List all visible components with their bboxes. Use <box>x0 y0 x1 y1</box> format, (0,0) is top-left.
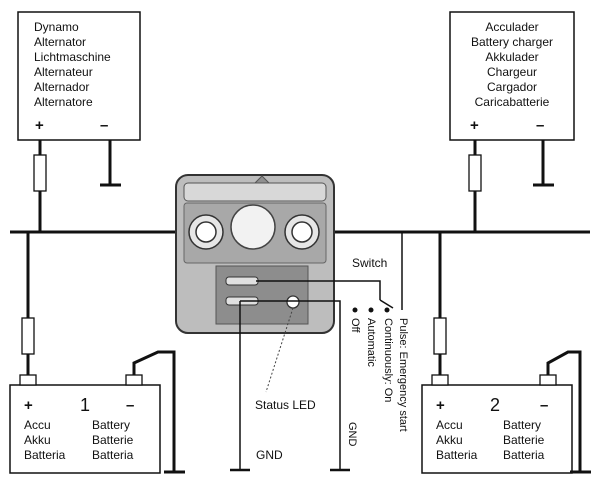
battery1-minus-sign: – <box>126 397 135 414</box>
switch-gnd-wire <box>240 300 341 470</box>
battery1-minus-terminal <box>125 374 143 386</box>
charger-minus-sign: – <box>536 117 545 134</box>
battery1-name: Batteria <box>92 448 134 462</box>
battery1-left-names: Accu Akku Batteria <box>24 418 65 463</box>
battery2-number: 2 <box>490 395 501 415</box>
charger-plus-sign: + <box>470 117 479 134</box>
battery2-minus-sign: – <box>540 397 549 414</box>
relay-right-terminal-inner <box>291 221 313 243</box>
automatic-label: Automatic <box>365 318 377 367</box>
relay-center-dome <box>230 204 276 250</box>
status-led-label: Status LED <box>255 398 316 412</box>
switch-label: Switch <box>352 256 388 270</box>
battery1-minus-wire <box>132 350 176 472</box>
alternator-fuse <box>33 154 47 192</box>
battery1-right-names: Battery Batterie Batteria <box>92 418 133 463</box>
switch-contact-auto <box>368 307 374 313</box>
battery1-plus-sign: + <box>24 397 33 414</box>
status-led <box>286 295 300 309</box>
charger-fuse <box>468 154 482 192</box>
alternator-name: Alternador <box>34 80 90 94</box>
battery1-plus-terminal <box>19 374 37 386</box>
alternator-name: Alternator <box>34 35 87 49</box>
battery2-plus-terminal <box>431 374 449 386</box>
battery2-box <box>421 384 573 474</box>
alternator-name: Alternatore <box>34 95 93 109</box>
alternator-name: Lichtmaschine <box>34 50 111 64</box>
charger-name: Caricabatterie <box>474 95 550 109</box>
battery2-name: Batterie <box>503 433 545 447</box>
charger-name: Cargador <box>486 80 538 94</box>
alternator-labels: Dynamo Alternator Lichtmaschine Alternat… <box>34 20 111 110</box>
alternator-plus-sign: + <box>35 117 44 134</box>
switch-lever <box>379 299 394 309</box>
alternator-box <box>17 11 141 141</box>
relay-connector-slot-top <box>225 276 259 286</box>
battery1-name: Accu <box>24 418 51 432</box>
battery1-fuse <box>21 317 35 355</box>
charger-name: Chargeur <box>486 65 538 79</box>
battery2-fuse <box>433 317 447 355</box>
battery2-name: Akku <box>436 433 463 447</box>
gnd-label: GND <box>256 448 283 462</box>
off-label: Off <box>349 318 361 333</box>
battery1-name: Batterie <box>92 433 134 447</box>
switch-control-wire <box>256 280 381 300</box>
battery2-name: Batteria <box>503 448 545 462</box>
alternator-name: Dynamo <box>34 20 79 34</box>
charger-name: Akkulader <box>485 50 539 64</box>
switch-contact-off <box>352 307 358 313</box>
battery1-number: 1 <box>80 395 91 415</box>
charger-labels: Acculader Battery charger Akkulader Char… <box>452 20 572 110</box>
battery-relay <box>175 174 335 334</box>
switch-contact-on <box>384 307 390 313</box>
battery1-name: Batteria <box>24 448 66 462</box>
continuously-on-label: Continuously: On <box>382 318 394 403</box>
relay-connector-block <box>215 265 309 325</box>
battery1-name: Battery <box>92 418 131 432</box>
relay-arrow-marker <box>253 175 271 184</box>
battery2-name: Accu <box>436 418 463 432</box>
gnd-vertical-label: GND <box>346 422 358 447</box>
charger-name: Acculader <box>485 20 539 34</box>
battery2-right-names: Battery Batterie Batteria <box>503 418 544 463</box>
battery2-name: Battery <box>503 418 542 432</box>
relay-left-terminal-inner <box>195 221 217 243</box>
status-led-leader <box>265 307 294 393</box>
battery2-left-names: Accu Akku Batteria <box>436 418 477 463</box>
alternator-name: Alternateur <box>34 65 93 79</box>
charger-box <box>449 11 575 141</box>
relay-top-panel <box>183 182 327 202</box>
charger-name: Battery charger <box>470 35 554 49</box>
battery2-name: Batteria <box>436 448 478 462</box>
battery1-name: Akku <box>24 433 51 447</box>
pulse-emergency-label: Pulse: Emergency start <box>397 318 409 432</box>
battery2-minus-wire <box>546 350 582 472</box>
battery1-box <box>9 384 161 474</box>
battery2-minus-terminal <box>539 374 557 386</box>
battery2-plus-sign: + <box>436 397 445 414</box>
alternator-minus-sign: – <box>100 117 109 134</box>
